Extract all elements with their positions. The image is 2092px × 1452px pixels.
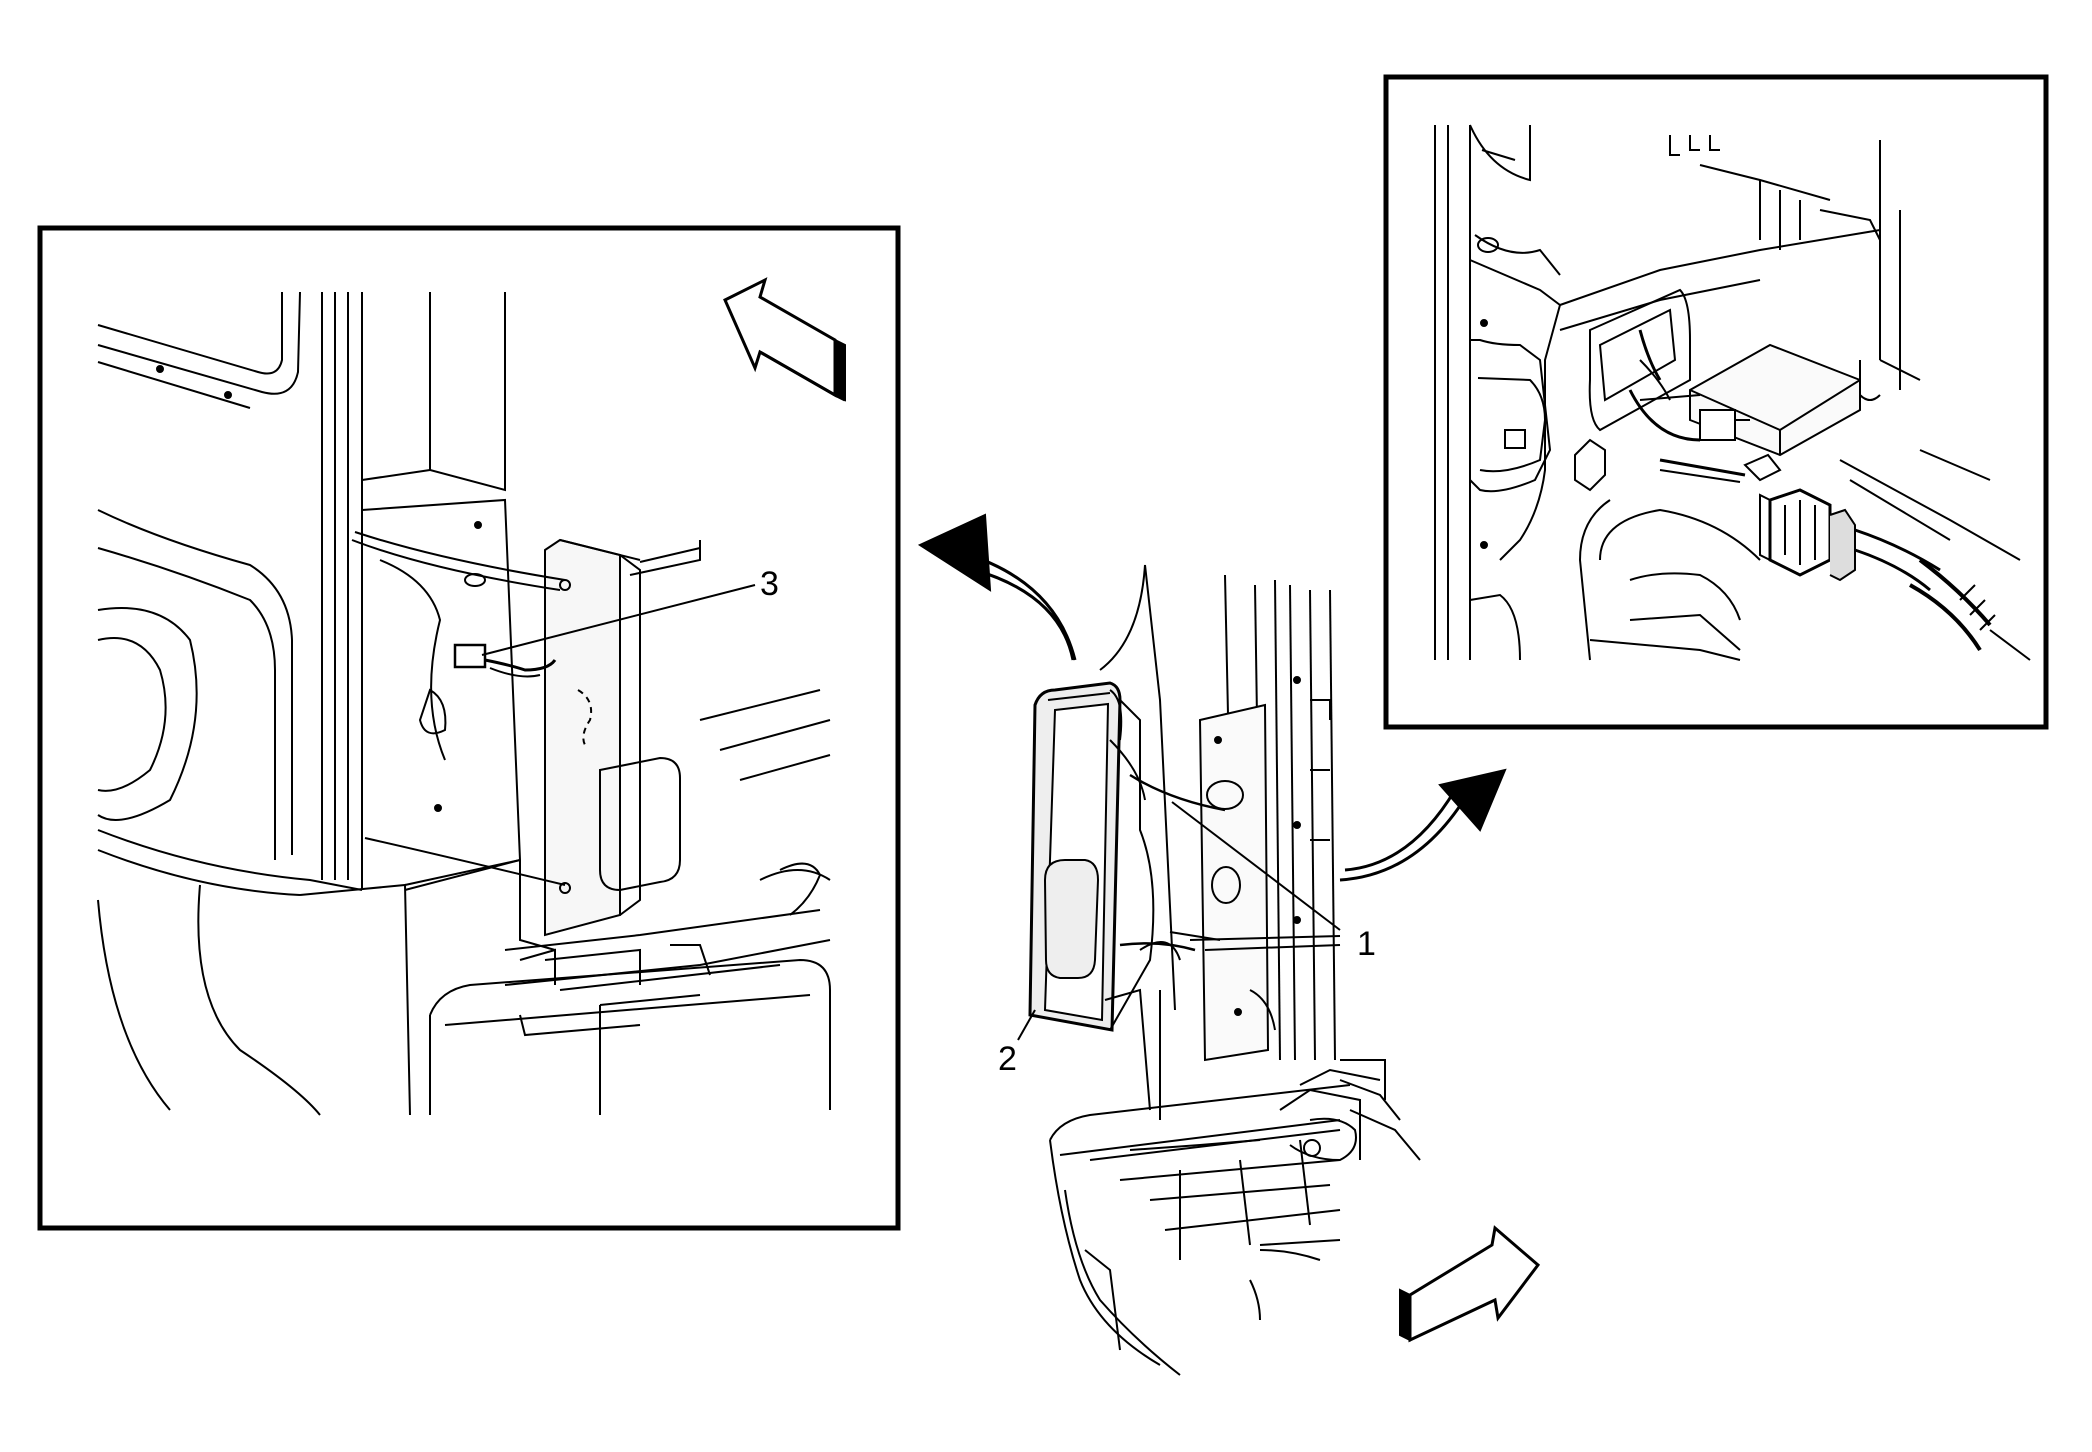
left-detail-view <box>37 225 901 1231</box>
leader-line-3 <box>481 584 756 656</box>
right-detail-frame <box>1383 74 2049 730</box>
curved-arrow-icon <box>917 513 1077 661</box>
tail-lamp-assembly <box>1028 681 1155 1032</box>
callout-2: 2 <box>998 1040 1017 1078</box>
leader-line-1c <box>1169 931 1221 941</box>
electrical-connector <box>1759 488 1856 582</box>
direction-arrow-icon <box>1399 1225 1541 1343</box>
callout-1: 1 <box>1357 925 1376 963</box>
leader-line-2 <box>1017 1009 1036 1041</box>
right-detail-view <box>1383 74 2049 730</box>
curved-arrow-icon <box>1339 768 1507 882</box>
direction-arrow-icon <box>723 277 846 402</box>
left-detail-frame <box>37 225 901 1231</box>
callout-3: 3 <box>760 565 779 603</box>
leader-line-1a <box>1171 801 1341 931</box>
center-overview <box>917 513 1541 1376</box>
